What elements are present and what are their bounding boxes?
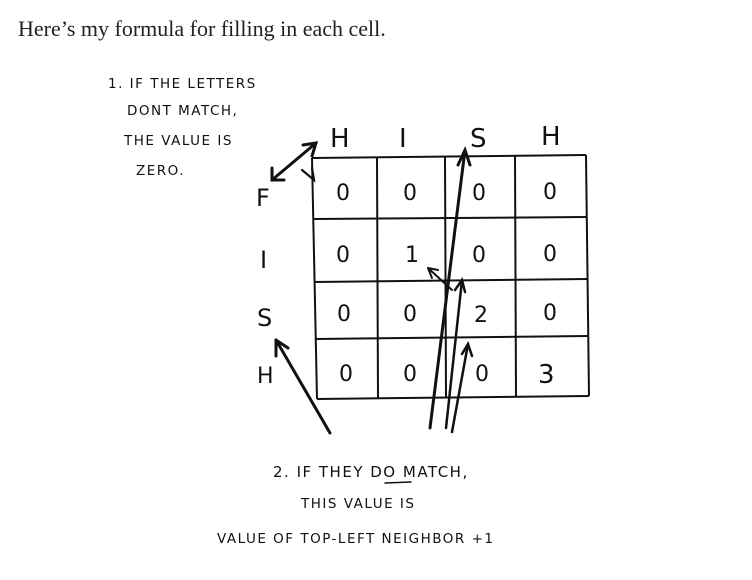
cell-r2-c4: 0 — [543, 242, 557, 267]
rule-one-line-3: THE VALUE IS — [124, 133, 233, 149]
cell-r1-c1: 0 — [336, 181, 350, 206]
rule-one-line-4: ZERO. — [136, 163, 186, 179]
arrow-head-icon — [453, 277, 467, 294]
long-arrow-icon — [428, 148, 467, 430]
cell-r4-c3: 0 — [475, 362, 489, 387]
underline-mark — [384, 481, 412, 484]
cell-r1-c3: 0 — [472, 181, 486, 206]
cell-r4-c4: 3 — [538, 360, 555, 390]
arrow-head-icon — [460, 341, 474, 358]
row-headers: F I S H — [256, 184, 274, 389]
arrow-head-icon — [456, 145, 472, 167]
col-header-2: I — [399, 124, 407, 154]
cell-r3-c3: 2 — [474, 303, 488, 328]
cell-r1-c4: 0 — [543, 180, 557, 205]
arrow-head-icon — [300, 166, 316, 183]
long-arrow-icon — [444, 278, 464, 430]
column-headers: H I S H — [330, 122, 561, 154]
long-arrow-icon — [274, 338, 332, 435]
row-header-1: F — [256, 184, 270, 212]
cell-r2-c3: 0 — [472, 243, 486, 268]
arrow-head-icon — [427, 267, 439, 279]
row-header-3: S — [257, 304, 272, 332]
rule-one-line-2: DONT MATCH, — [127, 103, 239, 119]
cell-r2-c1: 0 — [336, 243, 350, 268]
rule-two-line-2: THIS VALUE IS — [301, 496, 416, 512]
cell-r4-c2: 0 — [403, 362, 417, 387]
row-header-4: H — [257, 364, 274, 389]
arrow-head-icon — [274, 338, 290, 358]
cell-r4-c1: 0 — [339, 362, 353, 387]
intro-text: Here’s my formula for filling in each ce… — [18, 16, 386, 41]
grid-cells: 0 0 0 0 0 1 0 0 0 0 2 0 0 0 0 3 — [336, 180, 557, 390]
grid-lines — [311, 154, 590, 400]
arrow-head-icon — [301, 141, 319, 158]
cell-r3-c2: 0 — [403, 302, 417, 327]
arrow-head-icon — [270, 166, 286, 182]
rule-two-line-3: VALUE OF TOP-LEFT NEIGHBOR +1 — [217, 531, 495, 547]
small-arrow-icon — [427, 267, 453, 291]
col-header-1: H — [330, 124, 350, 154]
double-arrow-icon — [270, 141, 318, 182]
cell-r3-c4: 0 — [543, 301, 557, 326]
cell-r3-c1: 0 — [337, 302, 351, 327]
rule-two-line-1: 2. IF THEY DO MATCH, — [273, 463, 469, 481]
rule-one-line-1: 1. IF THE LETTERS — [108, 76, 257, 92]
arrows — [270, 141, 474, 484]
row-header-2: I — [260, 246, 267, 274]
cell-r1-c2: 0 — [403, 181, 417, 206]
col-header-4: H — [541, 122, 561, 152]
col-header-3: S — [470, 124, 487, 154]
cell-r2-c2: 1 — [405, 243, 419, 268]
long-arrow-icon — [450, 342, 470, 434]
